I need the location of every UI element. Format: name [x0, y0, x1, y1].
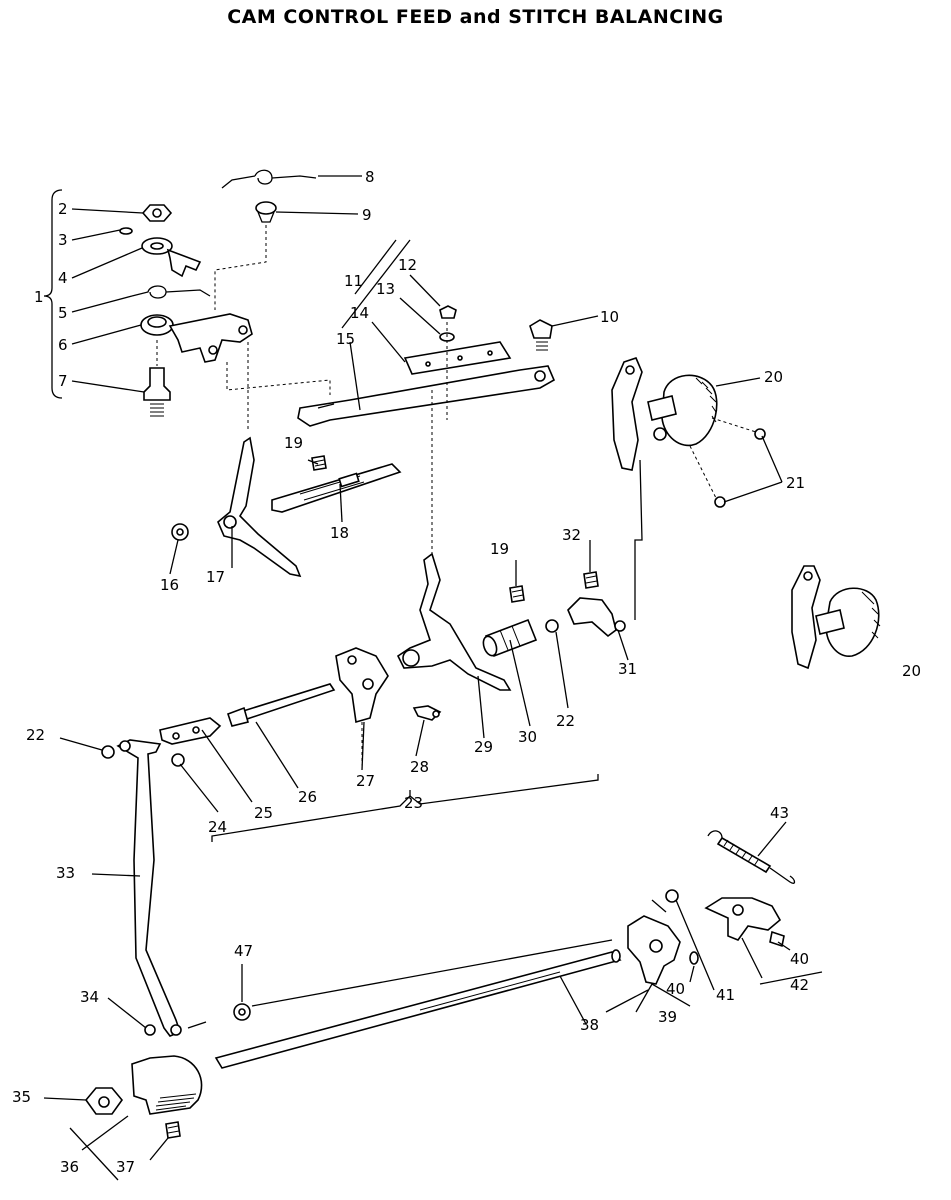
part-19-screw-lower	[509, 585, 525, 603]
part-43-spring	[707, 830, 796, 884]
part-11-bracket	[341, 239, 411, 329]
part-37-screw	[165, 1121, 181, 1139]
part-19-screw-upper	[311, 455, 327, 471]
part-38-shaft	[214, 949, 622, 1069]
label-11: 11	[344, 272, 363, 290]
part-25-lever	[159, 717, 222, 745]
part-labels: 1 2 3 4 5 6 7 8 9 10 11 12 13 14 15 16 1…	[12, 168, 921, 1176]
part-32-screw	[583, 571, 599, 589]
part-33-link	[116, 739, 182, 1037]
label-25: 25	[254, 804, 273, 822]
label-41: 41	[716, 986, 735, 1004]
diagram-title: CAM CONTROL FEED and STITCH BALANCING	[227, 6, 724, 28]
label-24: 24	[208, 818, 227, 836]
label-19-upper: 19	[284, 434, 303, 452]
part-22-ring-upper	[545, 619, 559, 633]
label-1: 1	[34, 288, 44, 306]
label-35: 35	[12, 1088, 31, 1106]
label-22-right: 22	[556, 712, 575, 730]
part-7-stud	[143, 340, 171, 417]
label-13: 13	[376, 280, 395, 298]
label-10: 10	[600, 308, 619, 326]
label-30: 30	[518, 728, 537, 746]
part-14-plate	[403, 341, 512, 375]
label-28: 28	[410, 758, 429, 776]
label-8: 8	[365, 168, 375, 186]
part-17-lever	[217, 436, 302, 578]
part-18-slide	[271, 463, 402, 513]
part-8-spring	[221, 169, 317, 189]
label-42: 42	[790, 976, 809, 994]
label-20-upper: 20	[764, 368, 783, 386]
label-9: 9	[362, 206, 372, 224]
part-15-feed-bar	[297, 322, 556, 560]
part-2-nut	[141, 204, 173, 222]
label-40-b: 40	[790, 950, 809, 968]
part-5-spring	[131, 285, 211, 299]
label-39: 39	[658, 1008, 677, 1026]
part-3-pin	[119, 227, 133, 235]
part-27-block	[335, 647, 389, 770]
label-29: 29	[474, 738, 493, 756]
part-29-lever	[396, 552, 512, 691]
part-12-screw	[439, 305, 457, 319]
label-18: 18	[330, 524, 349, 542]
label-5: 5	[58, 304, 68, 322]
label-34: 34	[80, 988, 99, 1006]
part-24-washer	[171, 753, 185, 767]
part-16-washer	[171, 523, 189, 541]
label-31: 31	[618, 660, 637, 678]
part-22-nut-left	[101, 745, 115, 759]
label-23: 23	[404, 794, 423, 812]
part-20-lower-cam	[791, 565, 881, 670]
label-43: 43	[770, 804, 789, 822]
part-10-screw	[529, 319, 553, 351]
label-26: 26	[298, 788, 317, 806]
label-38: 38	[580, 1016, 599, 1034]
part-26-shaft	[226, 683, 336, 727]
label-19-lower: 19	[490, 540, 509, 558]
part-20-upper-cam	[611, 357, 718, 620]
label-6: 6	[58, 336, 68, 354]
part-31-bracket	[567, 597, 626, 638]
label-40-a: 40	[666, 980, 685, 998]
part-28-clip	[412, 705, 442, 721]
label-27: 27	[356, 772, 375, 790]
label-37: 37	[116, 1158, 135, 1176]
part-23-bracket	[211, 774, 599, 842]
label-21: 21	[786, 474, 805, 492]
label-12: 12	[398, 256, 417, 274]
part-9-stud	[214, 201, 277, 310]
part-6-lever	[140, 313, 331, 432]
label-20-lower: 20	[902, 662, 921, 680]
label-2: 2	[58, 200, 68, 218]
part-39-block	[627, 915, 681, 985]
part-42-bracket	[704, 897, 782, 941]
label-32: 32	[562, 526, 581, 544]
part-4-plate	[141, 237, 202, 278]
part-40-screw-a	[689, 951, 699, 965]
label-47: 47	[234, 942, 253, 960]
label-3: 3	[58, 231, 68, 249]
part-36-cam	[69, 1055, 203, 1181]
label-17: 17	[206, 568, 225, 586]
part-35-nut	[84, 1087, 124, 1115]
part-30-cylinder	[482, 618, 538, 658]
part-47-washer	[187, 939, 613, 1029]
label-15: 15	[336, 330, 355, 348]
leader-lines	[43, 175, 823, 1161]
part-40-screw-b	[769, 930, 785, 948]
label-16: 16	[160, 576, 179, 594]
label-22-left: 22	[26, 726, 45, 744]
label-33: 33	[56, 864, 75, 882]
label-7: 7	[58, 372, 68, 390]
group-1-bracket	[43, 189, 63, 399]
part-34-screw	[144, 1024, 156, 1036]
label-4: 4	[58, 269, 68, 287]
part-41-nut	[651, 889, 679, 913]
label-14: 14	[350, 304, 369, 322]
label-36: 36	[60, 1158, 79, 1176]
